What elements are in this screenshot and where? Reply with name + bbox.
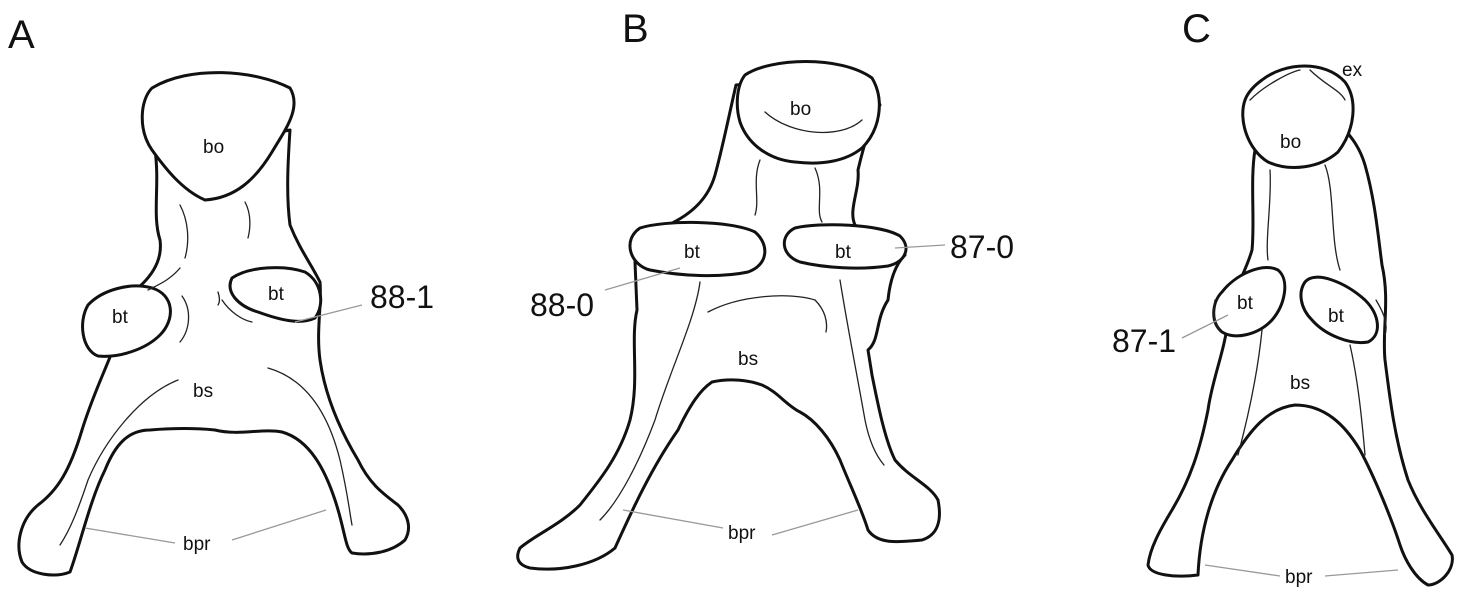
panel-b: B bo bt bt bs bpr 88-0 87-0 bbox=[518, 7, 1014, 569]
panel-c-bpr-leader-left bbox=[1205, 565, 1280, 576]
panel-b-bpr-leader-right bbox=[772, 510, 858, 535]
panel-a-bt-left-label: bt bbox=[112, 307, 129, 328]
panel-a-bpr-leader-right bbox=[232, 510, 326, 540]
panel-b-bs-label: bs bbox=[738, 349, 758, 370]
panel-b-bt-right-label: bt bbox=[835, 242, 852, 263]
panel-a-bpr-label: bpr bbox=[183, 534, 211, 555]
panel-a-bs-label: bs bbox=[193, 381, 213, 402]
panel-b-code-left-label: 88-0 bbox=[530, 287, 594, 323]
panel-b-bt-left-label: bt bbox=[684, 242, 701, 263]
panel-c-bs-label: bs bbox=[1290, 373, 1310, 394]
panel-a: A bo bt bt bs bpr 88-1 bbox=[8, 13, 434, 575]
panel-c-bpr-leader-right bbox=[1325, 570, 1398, 576]
panel-c-ex-label: ex bbox=[1342, 60, 1363, 81]
panel-c-bt-right-label: bt bbox=[1328, 306, 1345, 327]
panel-c: C ex bo bt bt bs bpr 87-1 bbox=[1112, 7, 1452, 588]
panel-c-bo-label: bo bbox=[1280, 132, 1301, 153]
panel-a-label: A bbox=[8, 13, 35, 57]
panel-c-label: C bbox=[1182, 7, 1211, 51]
panel-c-code-label: 87-1 bbox=[1112, 323, 1176, 359]
panel-a-bo-label: bo bbox=[203, 137, 224, 158]
panel-a-bt-right-label: bt bbox=[268, 284, 285, 305]
panel-c-bone-body bbox=[1148, 130, 1452, 585]
panel-a-bpr-leader-left bbox=[85, 528, 175, 543]
panel-b-bpr-label: bpr bbox=[728, 523, 756, 544]
panel-b-bo-label: bo bbox=[790, 99, 811, 120]
panel-a-code-label: 88-1 bbox=[370, 279, 434, 315]
panel-b-label: B bbox=[622, 7, 649, 51]
panel-b-bpr-leader-left bbox=[623, 510, 723, 528]
panel-b-code-right-label: 87-0 bbox=[950, 229, 1014, 265]
panel-c-bt-left-label: bt bbox=[1237, 293, 1254, 314]
panel-c-bpr-label: bpr bbox=[1285, 567, 1313, 588]
